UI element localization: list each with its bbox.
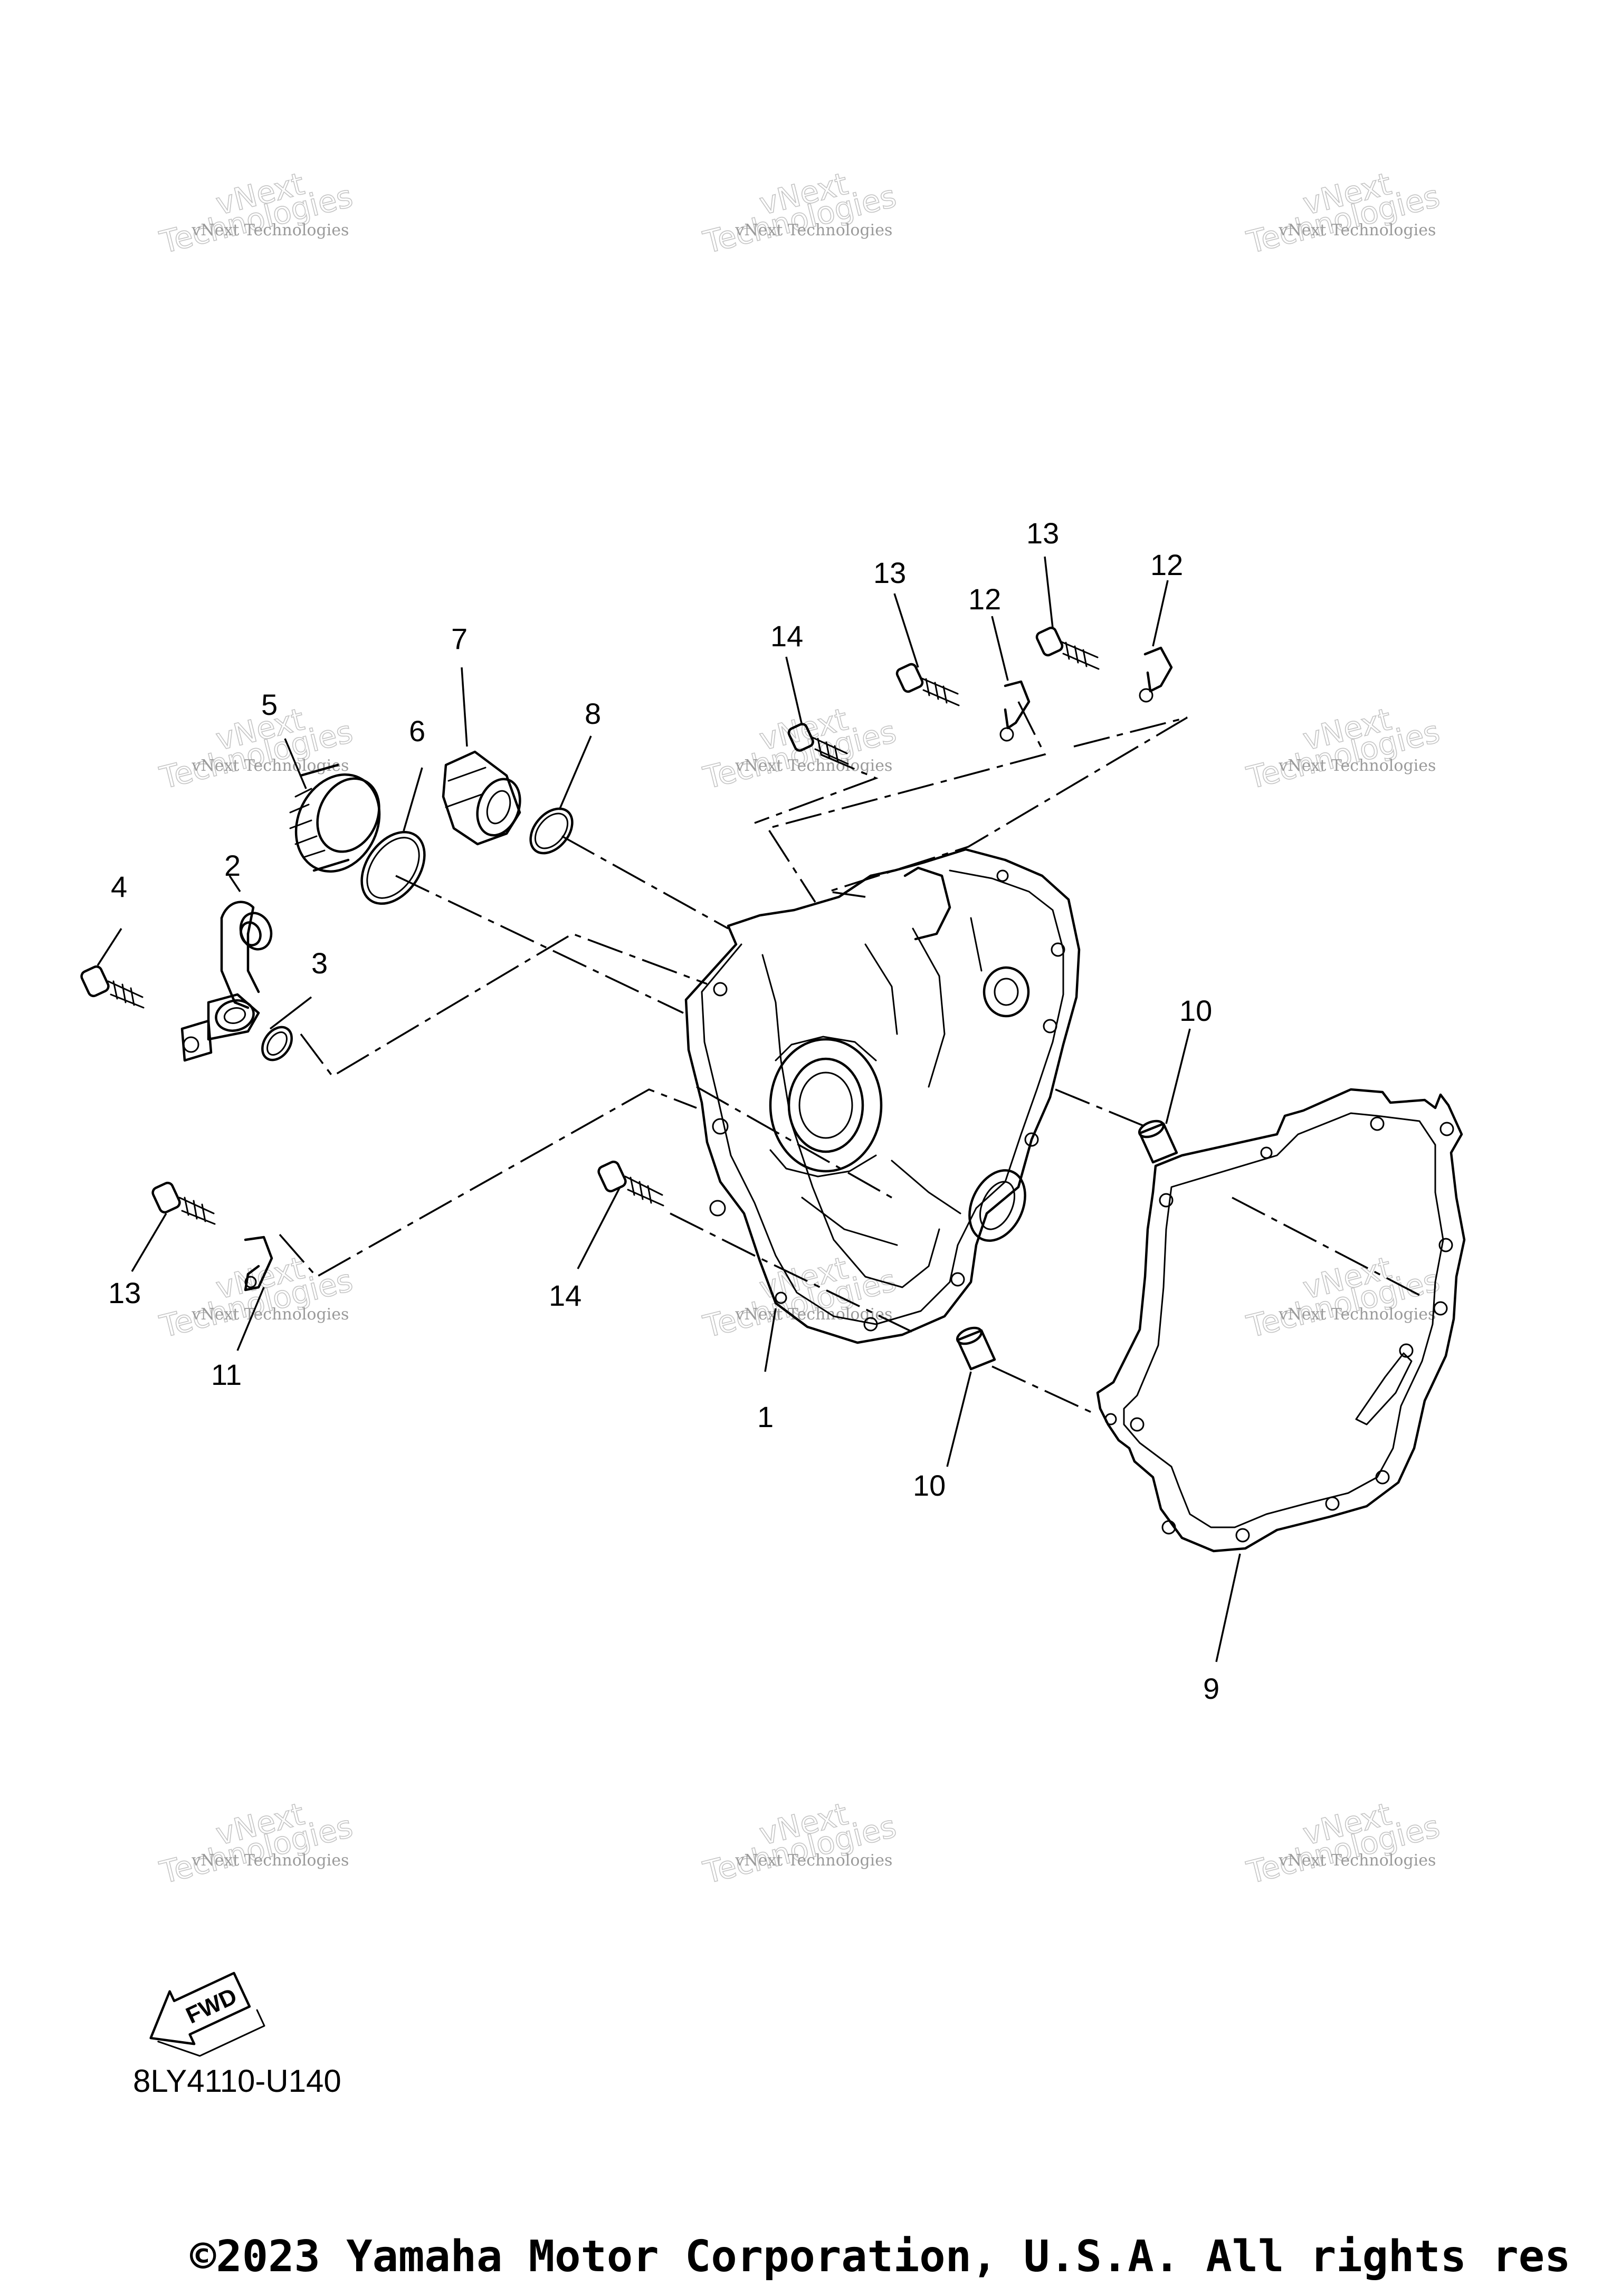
dowel-pin (956, 1326, 996, 1371)
svg-text:vNext Technologies: vNext Technologies (735, 1305, 892, 1324)
assembly-line (991, 1365, 1095, 1415)
callout-3: 3 (311, 946, 328, 980)
watermark: Technologies vNext vNext Technologies (1243, 701, 1444, 797)
wire-clip (1139, 646, 1173, 703)
screw (895, 663, 960, 706)
svg-text:vNext Technologies: vNext Technologies (191, 1305, 349, 1324)
fwd-badge-label: FWD (182, 1983, 241, 2029)
callout-4: 4 (111, 870, 127, 903)
oil-strainer-cap (442, 750, 521, 846)
callout-6: 6 (409, 714, 425, 748)
diagram-code: 8LY4110-U140 (133, 2063, 341, 2099)
assembly-line (279, 1088, 697, 1278)
callout-8: 8 (585, 697, 601, 730)
breather-pipe (180, 901, 273, 1062)
callout-7: 7 (451, 622, 468, 655)
watermark: Technologies vNext vNext Technologies (1243, 165, 1444, 261)
callout-labels: 1 2 3 4 5 6 7 8 9 10 10 11 12 12 13 13 1… (108, 516, 1219, 1705)
svg-text:vNext Technologies: vNext Technologies (191, 221, 349, 240)
wire-clip (244, 1236, 273, 1292)
callout-5: 5 (261, 688, 278, 721)
svg-text:vNext Technologies: vNext Technologies (1278, 221, 1436, 240)
leader-lines (97, 556, 1241, 1662)
wire-clip (999, 680, 1031, 742)
watermark: Technologies vNext vNext Technologies (1243, 1249, 1444, 1345)
watermark: Technologies vNext vNext Technologies (156, 165, 357, 261)
assembly-line (696, 1086, 892, 1199)
svg-text:vNext Technologies: vNext Technologies (1278, 757, 1436, 775)
fwd-arrow-icon: FWD (149, 1972, 265, 2057)
callout-13: 13 (1026, 516, 1059, 550)
svg-text:vNext Technologies: vNext Technologies (1278, 1305, 1436, 1324)
svg-text:vNext Technologies: vNext Technologies (735, 1851, 892, 1870)
screw (80, 965, 145, 1009)
assembly-line (1232, 1197, 1425, 1299)
callout-12: 12 (1150, 548, 1183, 581)
watermark: Technologies vNext vNext Technologies (699, 1249, 900, 1345)
gasket (1096, 1088, 1466, 1553)
svg-text:vNext Technologies: vNext Technologies (1278, 1851, 1436, 1870)
callout-1: 1 (757, 1400, 774, 1433)
svg-text:vNext Technologies: vNext Technologies (735, 757, 892, 775)
watermark-layer: Technologies vNext vNext Technologies Te… (156, 165, 1444, 1891)
screw (597, 1160, 664, 1207)
watermark: Technologies vNext vNext Technologies (699, 1795, 900, 1891)
assembly-line (754, 753, 879, 824)
svg-text:vNext Technologies: vNext Technologies (191, 757, 349, 775)
svg-text:vNext Technologies: vNext Technologies (735, 221, 892, 240)
callout-2: 2 (224, 849, 241, 882)
screw (1035, 626, 1100, 670)
assembly-line (300, 933, 708, 1078)
assembly-line (395, 875, 684, 1014)
watermark: Technologies vNext vNext Technologies (156, 1795, 357, 1891)
watermark: Technologies vNext vNext Technologies (1243, 1795, 1444, 1891)
o-ring (529, 807, 574, 855)
dowel-pin (1138, 1120, 1178, 1164)
o-ring (261, 1026, 293, 1061)
callout-9: 9 (1203, 1672, 1219, 1705)
watermark: Technologies vNext vNext Technologies (156, 701, 357, 797)
callout-13: 13 (108, 1276, 141, 1309)
callout-11: 11 (211, 1358, 242, 1391)
watermark: Technologies vNext vNext Technologies (699, 165, 900, 261)
callout-10: 10 (1179, 994, 1212, 1027)
assembly-line (766, 701, 1046, 903)
crankcase-cover (684, 848, 1081, 1344)
screw (151, 1181, 216, 1225)
callout-14: 14 (770, 619, 803, 653)
callout-13: 13 (873, 556, 906, 589)
screw (787, 723, 849, 765)
svg-text:vNext Technologies: vNext Technologies (191, 1851, 349, 1870)
copyright-notice: ©2023 Yamaha Motor Corporation, U.S.A. A… (190, 2232, 1571, 2282)
o-ring (360, 830, 426, 905)
assembly-line (561, 835, 729, 930)
assembly-line (1055, 1088, 1146, 1127)
callout-12: 12 (968, 582, 1001, 616)
assembly-line (828, 716, 1188, 898)
callout-14: 14 (549, 1279, 581, 1312)
oil-filler-plug (289, 763, 381, 873)
assembly-lines (279, 701, 1425, 1415)
assembly-line (670, 1212, 913, 1333)
callout-10: 10 (913, 1469, 946, 1502)
